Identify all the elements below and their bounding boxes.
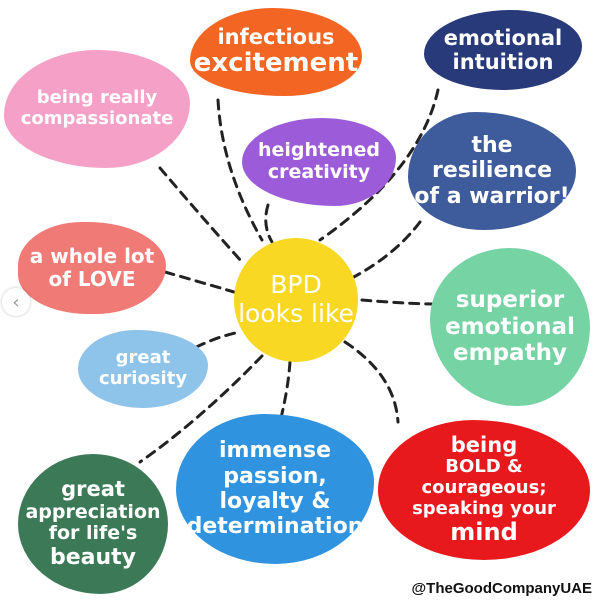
center-bpd-looks-like: BPD looks like bbox=[234, 238, 358, 362]
connector-love bbox=[163, 270, 236, 294]
node-text-line: excitement bbox=[193, 48, 359, 79]
connector-empathy bbox=[360, 298, 434, 306]
node-text-line: loyalty & bbox=[219, 489, 331, 514]
connector-creativity bbox=[264, 203, 274, 244]
connector-beauty bbox=[138, 354, 264, 464]
chevron-left-icon[interactable]: ‹ bbox=[2, 288, 30, 316]
center-text-line: looks like bbox=[238, 299, 354, 328]
node-text-line: beauty bbox=[49, 545, 137, 571]
connector-intuition bbox=[318, 88, 440, 242]
node-resilience-of-a-warrior: the resilience of a warrior! bbox=[408, 112, 576, 230]
node-text-line: infectious bbox=[217, 24, 335, 49]
node-text-line: of a warrior! bbox=[414, 183, 570, 209]
node-text-line: empathy bbox=[453, 340, 567, 367]
node-text-line: intuition bbox=[452, 50, 554, 74]
node-text-line: immense bbox=[219, 438, 331, 464]
node-text-line: a whole lot bbox=[29, 244, 155, 268]
chevron-glyph: ‹ bbox=[12, 291, 20, 313]
connector-resilience bbox=[350, 220, 422, 280]
node-text-line: speaking your bbox=[412, 497, 556, 519]
node-immense-passion-loyalty-determination: immense passion, loyalty & determination bbox=[176, 414, 374, 564]
node-being-bold-courageous: being BOLD & courageous; speaking your m… bbox=[378, 420, 590, 560]
node-text-line: superior bbox=[455, 287, 565, 314]
node-emotional-intuition: emotional intuition bbox=[424, 10, 582, 90]
node-text-line: emotional bbox=[443, 25, 563, 50]
node-great-curiosity: great curiosity bbox=[78, 330, 208, 408]
center-text-line: BPD bbox=[270, 270, 322, 300]
credit-handle: @TheGoodCompanyUAE bbox=[411, 580, 592, 597]
node-text-line: BOLD & courageous; bbox=[421, 456, 547, 498]
node-text-line: compassionate bbox=[20, 108, 174, 129]
node-great-appreciation-for-lifes-beauty: great appreciation for life's beauty bbox=[18, 454, 168, 594]
node-text-line: being bbox=[450, 433, 518, 458]
node-a-whole-lot-of-love: a whole lot of LOVE bbox=[18, 222, 166, 314]
connector-compassionate bbox=[158, 166, 244, 264]
node-text-line: being really bbox=[36, 87, 158, 109]
node-infectious-excitement: infectious excitement bbox=[190, 8, 362, 96]
connector-passion bbox=[278, 360, 292, 424]
connector-bold bbox=[343, 340, 400, 424]
node-text-line: great bbox=[115, 347, 171, 369]
node-superior-emotional-empathy: superior emotional empathy bbox=[430, 248, 590, 406]
node-text-line: creativity bbox=[267, 161, 371, 183]
node-text-line: the bbox=[471, 133, 513, 159]
node-text-line: for life's bbox=[48, 522, 138, 545]
node-text-line: emotional bbox=[445, 313, 575, 340]
node-text-line: determination bbox=[186, 514, 364, 540]
node-text-line: appreciation bbox=[25, 500, 161, 523]
node-heightened-creativity: heightened creativity bbox=[242, 118, 396, 206]
connector-excitement bbox=[216, 98, 264, 242]
node-text-line: great bbox=[61, 477, 125, 502]
node-text-line: curiosity bbox=[98, 368, 188, 389]
node-text-line: of LOVE bbox=[48, 267, 136, 291]
node-text-line: mind bbox=[450, 518, 518, 547]
node-text-line: resilience bbox=[431, 158, 553, 184]
node-text-line: passion, bbox=[223, 463, 327, 489]
node-text-line: heightened bbox=[257, 139, 381, 162]
node-being-really-compassionate: being really compassionate bbox=[4, 50, 190, 168]
